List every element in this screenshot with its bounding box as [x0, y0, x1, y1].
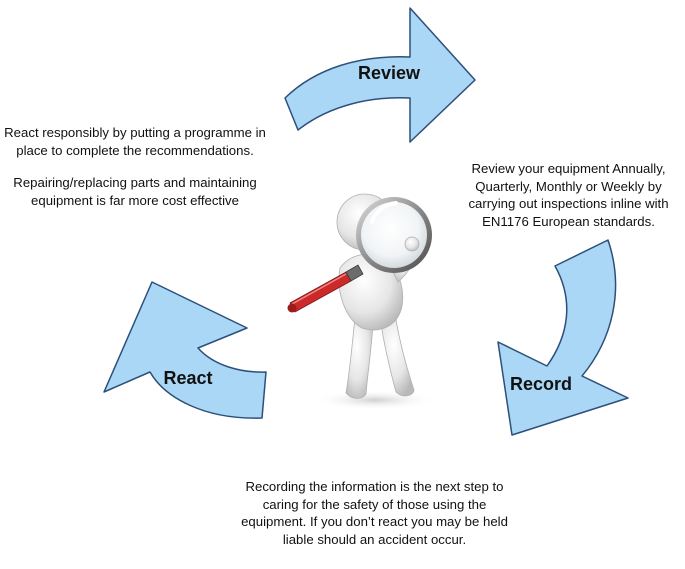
react-description-paragraph-1: React responsibly by putting a programme…: [4, 125, 266, 158]
figure-left-leg: [345, 317, 374, 399]
figure-hand: [404, 236, 420, 252]
review-description-text: Review your equipment Annually, Quarterl…: [468, 161, 669, 229]
record-description: Recording the information is the next st…: [232, 478, 517, 548]
figure-floor-shadow: [313, 390, 437, 410]
react-arrow-shape: [103, 281, 267, 419]
record-label: Record: [510, 374, 572, 394]
record-description-text: Recording the information is the next st…: [241, 479, 508, 547]
record-arrow: Record: [497, 239, 629, 436]
review-label: Review: [358, 63, 421, 83]
review-description: Review your equipment Annually, Quarterl…: [452, 160, 685, 230]
figure-right-leg: [379, 317, 415, 397]
react-description-paragraph-2: Repairing/replacing parts and maintainin…: [13, 175, 257, 208]
magnifier-handle: [287, 264, 364, 313]
magnifier-lens: [361, 202, 427, 268]
paragraph-spacer: [4, 159, 266, 174]
magnifier-glare: [370, 201, 398, 224]
react-label: React: [163, 368, 212, 388]
person-with-magnifying-glass-icon: [287, 193, 437, 410]
review-arrow-shape: [284, 7, 476, 143]
record-arrow-shape: [497, 239, 629, 436]
react-arrow: React: [103, 281, 267, 419]
react-description: React responsibly by putting a programme…: [4, 124, 266, 209]
review-arrow: Review: [284, 7, 476, 143]
